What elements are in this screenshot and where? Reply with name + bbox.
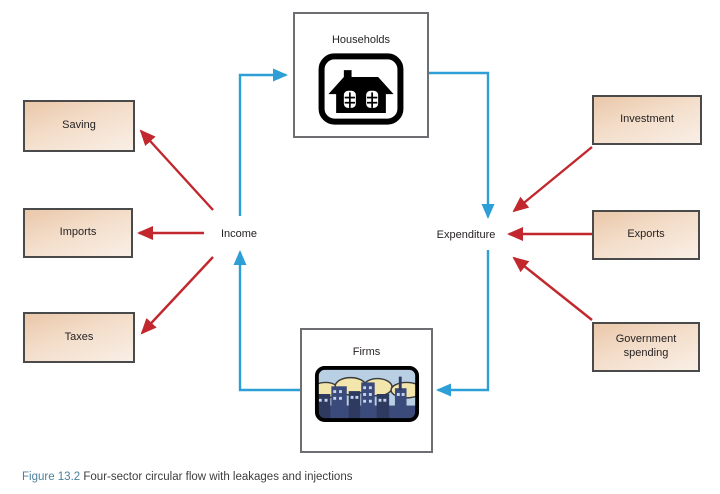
firms-node: Firms — [300, 328, 433, 453]
imports-label: Imports — [59, 226, 97, 239]
leakage-box-taxes: Taxes — [23, 312, 135, 363]
flow-arrow-income-to-households — [238, 68, 288, 216]
figure-caption: Figure 13.2 Four-sector circular flow wi… — [22, 471, 352, 483]
exports-label: Exports — [627, 228, 665, 241]
investment-label: Investment — [620, 113, 674, 126]
injection-box-investment: Investment — [592, 95, 702, 145]
flow-arrow-expenditure-to-firms — [436, 250, 490, 397]
flow-arrow-firms-to-income — [233, 250, 300, 392]
expenditure-flow-label: Expenditure — [434, 229, 498, 241]
income-flow-label: Income — [218, 228, 260, 240]
house-icon — [318, 53, 404, 130]
injection-arrow-investment — [512, 146, 593, 213]
leakage-arrow-taxes — [140, 256, 214, 335]
saving-label: Saving — [62, 119, 96, 132]
leakage-box-saving: Saving — [23, 100, 135, 152]
households-label: Households — [331, 34, 391, 46]
taxes-label: Taxes — [64, 330, 94, 343]
injection-box-exports: Exports — [592, 210, 700, 260]
figure-caption-text: Four-sector circular flow with leakages … — [83, 471, 353, 483]
city-buildings-icon — [314, 365, 420, 428]
figure-caption-number: Figure 13.2 — [22, 471, 81, 483]
leakage-arrow-saving — [139, 129, 214, 211]
injection-arrow-government — [512, 256, 593, 321]
households-node: Households — [293, 12, 429, 138]
leakage-box-imports: Imports — [23, 208, 133, 258]
flow-arrow-households-to-expenditure — [429, 71, 495, 219]
firms-label: Firms — [352, 346, 381, 358]
government-spending-label: Government spending — [615, 333, 677, 359]
injection-box-government-spending: Government spending — [592, 322, 700, 372]
